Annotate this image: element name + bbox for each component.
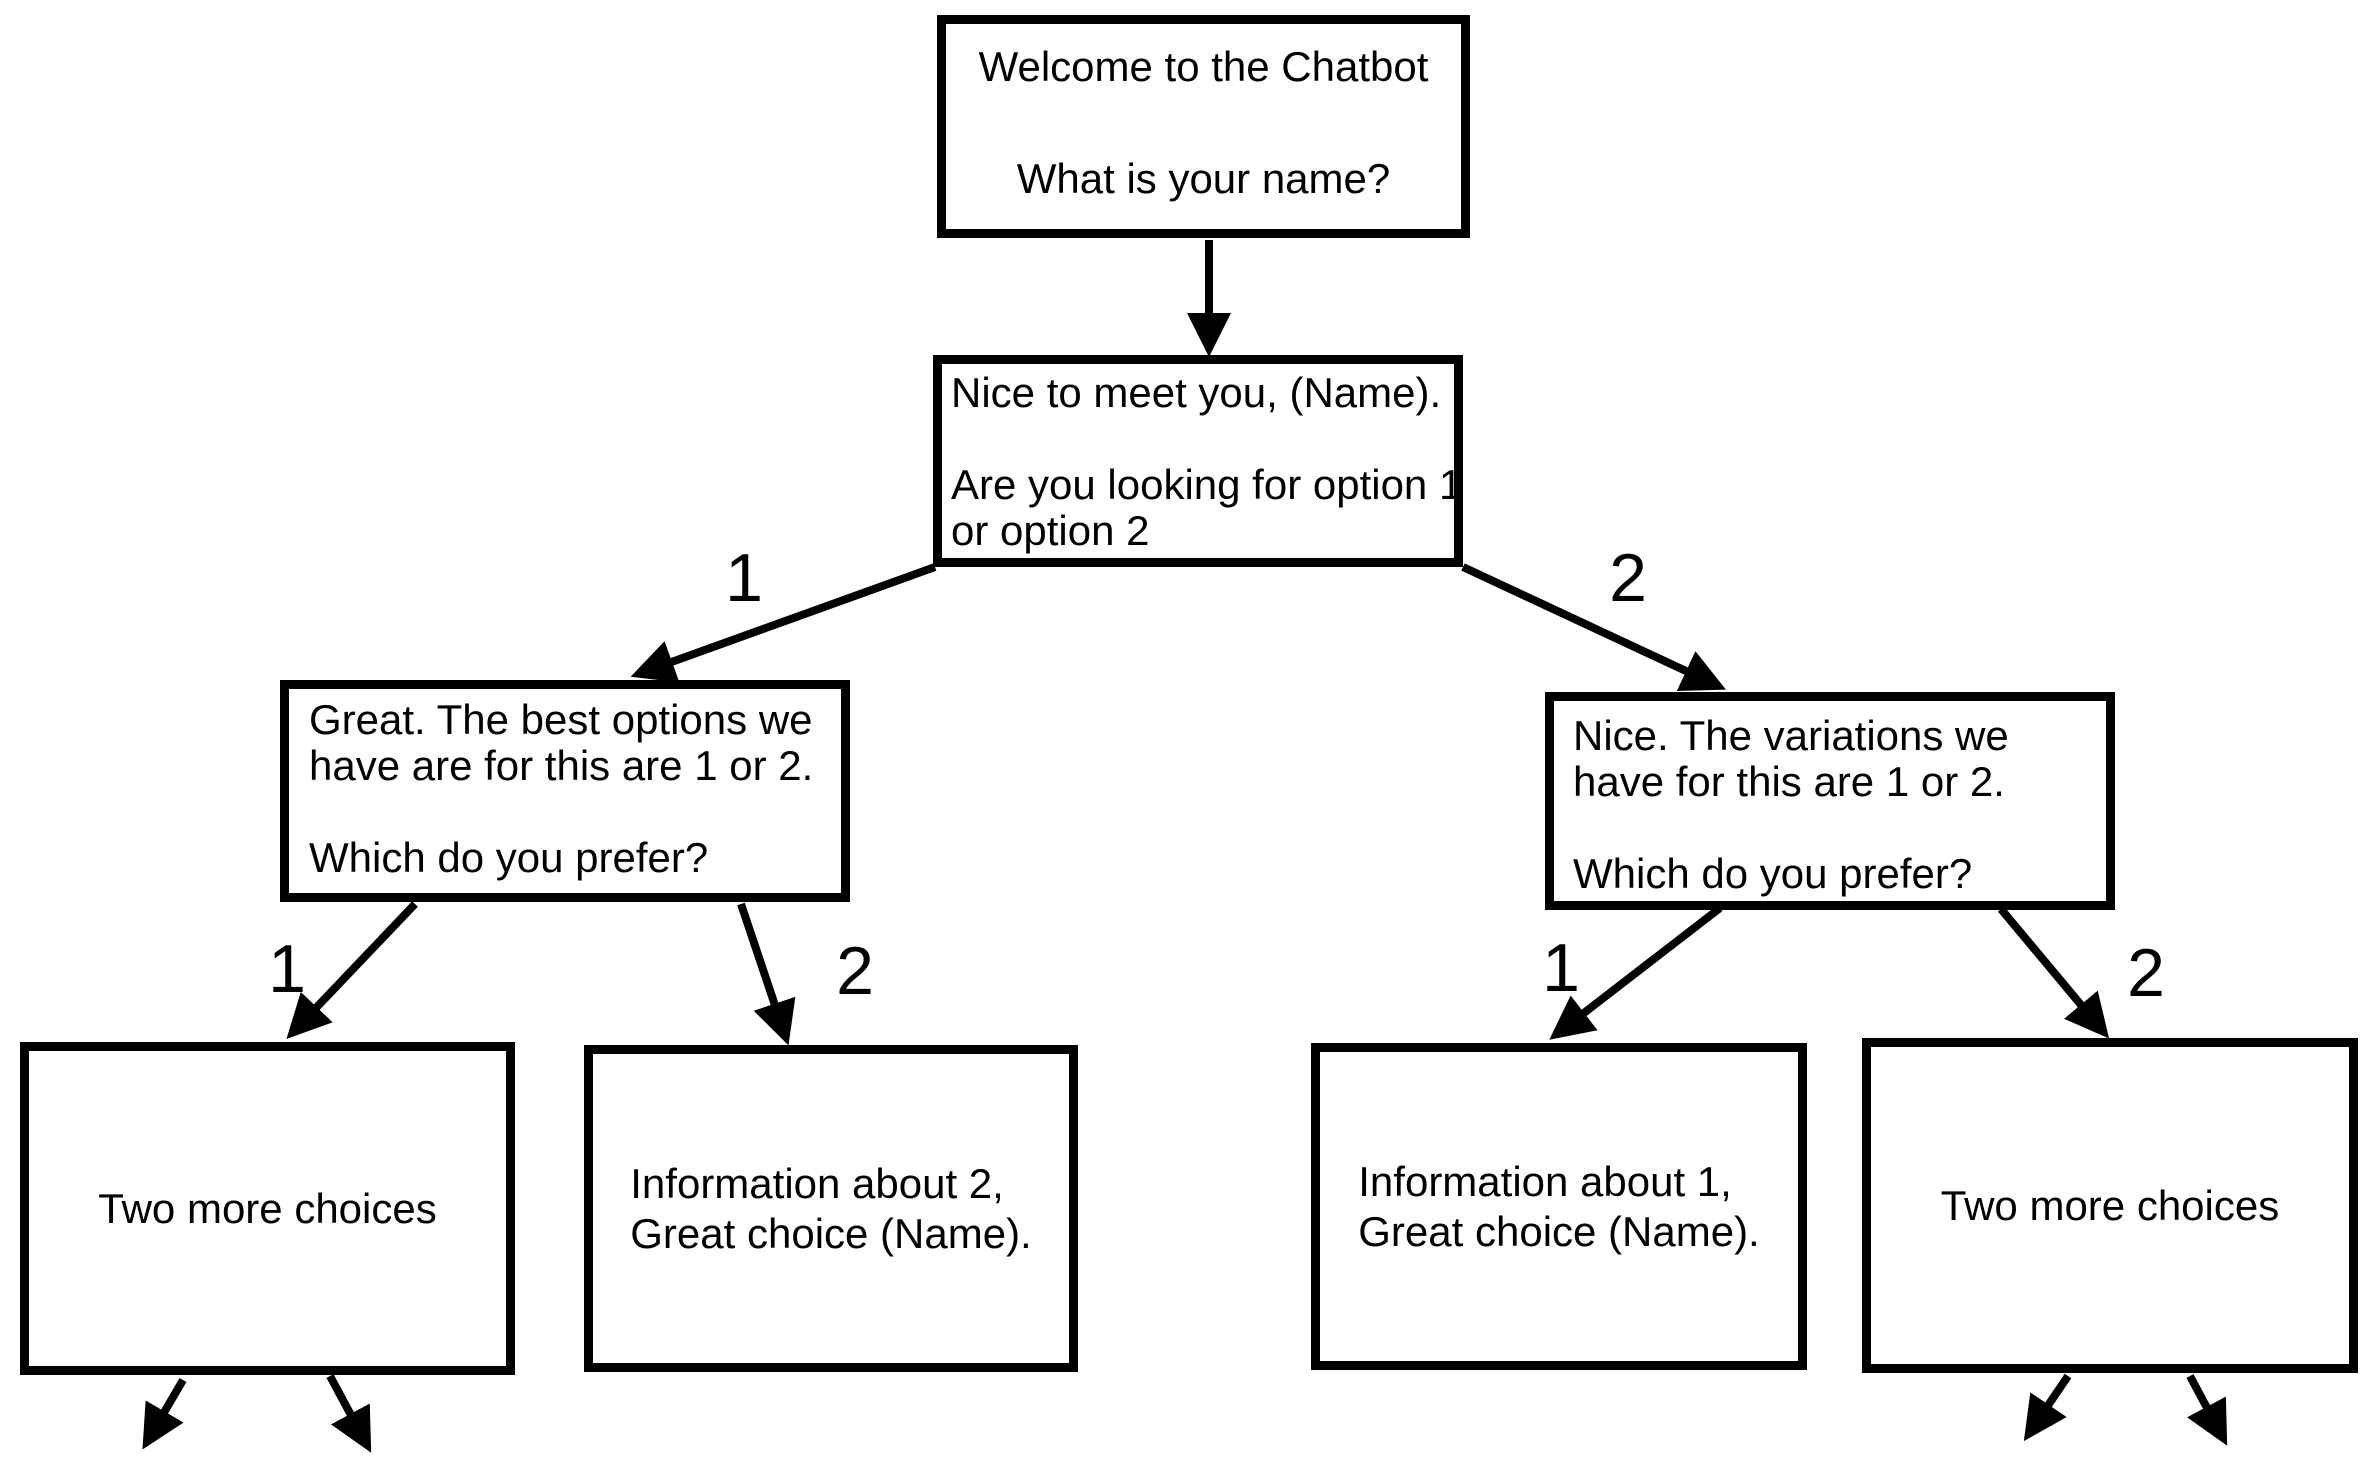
node-left-option-line-3: Which do you prefer? [309,834,709,881]
text-line-spacer [309,789,841,835]
edge-meet-to-right-option [1461,563,1726,691]
edge-right-more-exit-right [2186,1374,2228,1446]
edge-left-more-exit-right [326,1374,372,1453]
node-left-option: Great. The best options we have are for … [280,680,850,902]
node-right-option-line-3: Which do you prefer? [1573,850,1973,897]
node-right-more: Two more choices [1862,1038,2358,1373]
edge-label-left-option-to-left-info: 2 [836,933,874,1009]
text-line-spacer [1573,805,2106,851]
node-left-info-line-2: Great choice (Name). [630,1209,1032,1257]
text-line-spacer [946,90,1461,156]
node-meet-line-1: Nice to meet you, (Name). [951,369,1442,416]
node-right-info-line-2: Great choice (Name). [1358,1207,1760,1255]
edge-label-left-option-to-left-more: 1 [268,931,306,1007]
node-right-info: Information about 1, Great choice (Name)… [1311,1043,1807,1370]
node-left-more-line-1: Two more choices [98,1184,437,1232]
node-welcome: Welcome to the Chatbot What is your name… [937,15,1470,238]
edge-left-option-to-left-more [286,901,418,1039]
edge-label-meet-to-left-option: 1 [725,540,763,616]
edge-label-meet-to-right-option: 2 [1609,540,1647,616]
node-right-option: Nice. The variations we have for this ar… [1545,692,2115,910]
edge-right-more-exit-left [2023,1373,2072,1442]
node-left-more: Two more choices [20,1042,515,1375]
node-right-option-line-2: have for this are 1 or 2. [1573,758,2005,805]
node-meet-line-2: Are you looking for option 1 [951,461,1463,508]
node-left-info: Information about 2, Great choice (Name)… [584,1045,1078,1372]
node-meet: Nice to meet you, (Name). Are you lookin… [933,355,1463,567]
node-welcome-line-1: Welcome to the Chatbot [978,43,1429,90]
edge-right-option-to-right-more [1997,906,2110,1039]
text-line-spacer [951,416,1454,462]
node-left-info-line-1: Information about 2, [630,1159,1004,1207]
edge-label-right-option-to-right-info: 1 [1542,930,1580,1006]
edge-label-right-option-to-right-more: 2 [2127,935,2165,1011]
edge-meet-to-left-option [630,563,937,683]
node-right-option-line-1: Nice. The variations we [1573,712,2009,759]
edge-left-more-exit-left [142,1377,187,1450]
node-right-info-line-1: Information about 1, [1358,1157,1732,1205]
node-welcome-line-2: What is your name? [1016,155,1391,202]
node-right-more-line-1: Two more choices [1940,1181,2280,1229]
node-meet-line-3: or option 2 [951,507,1150,554]
edge-left-option-to-left-info [737,902,796,1046]
node-left-option-line-1: Great. The best options we [309,696,813,743]
edge-right-option-to-right-info [1549,904,1723,1040]
node-left-option-line-2: have are for this are 1 or 2. [309,742,814,789]
